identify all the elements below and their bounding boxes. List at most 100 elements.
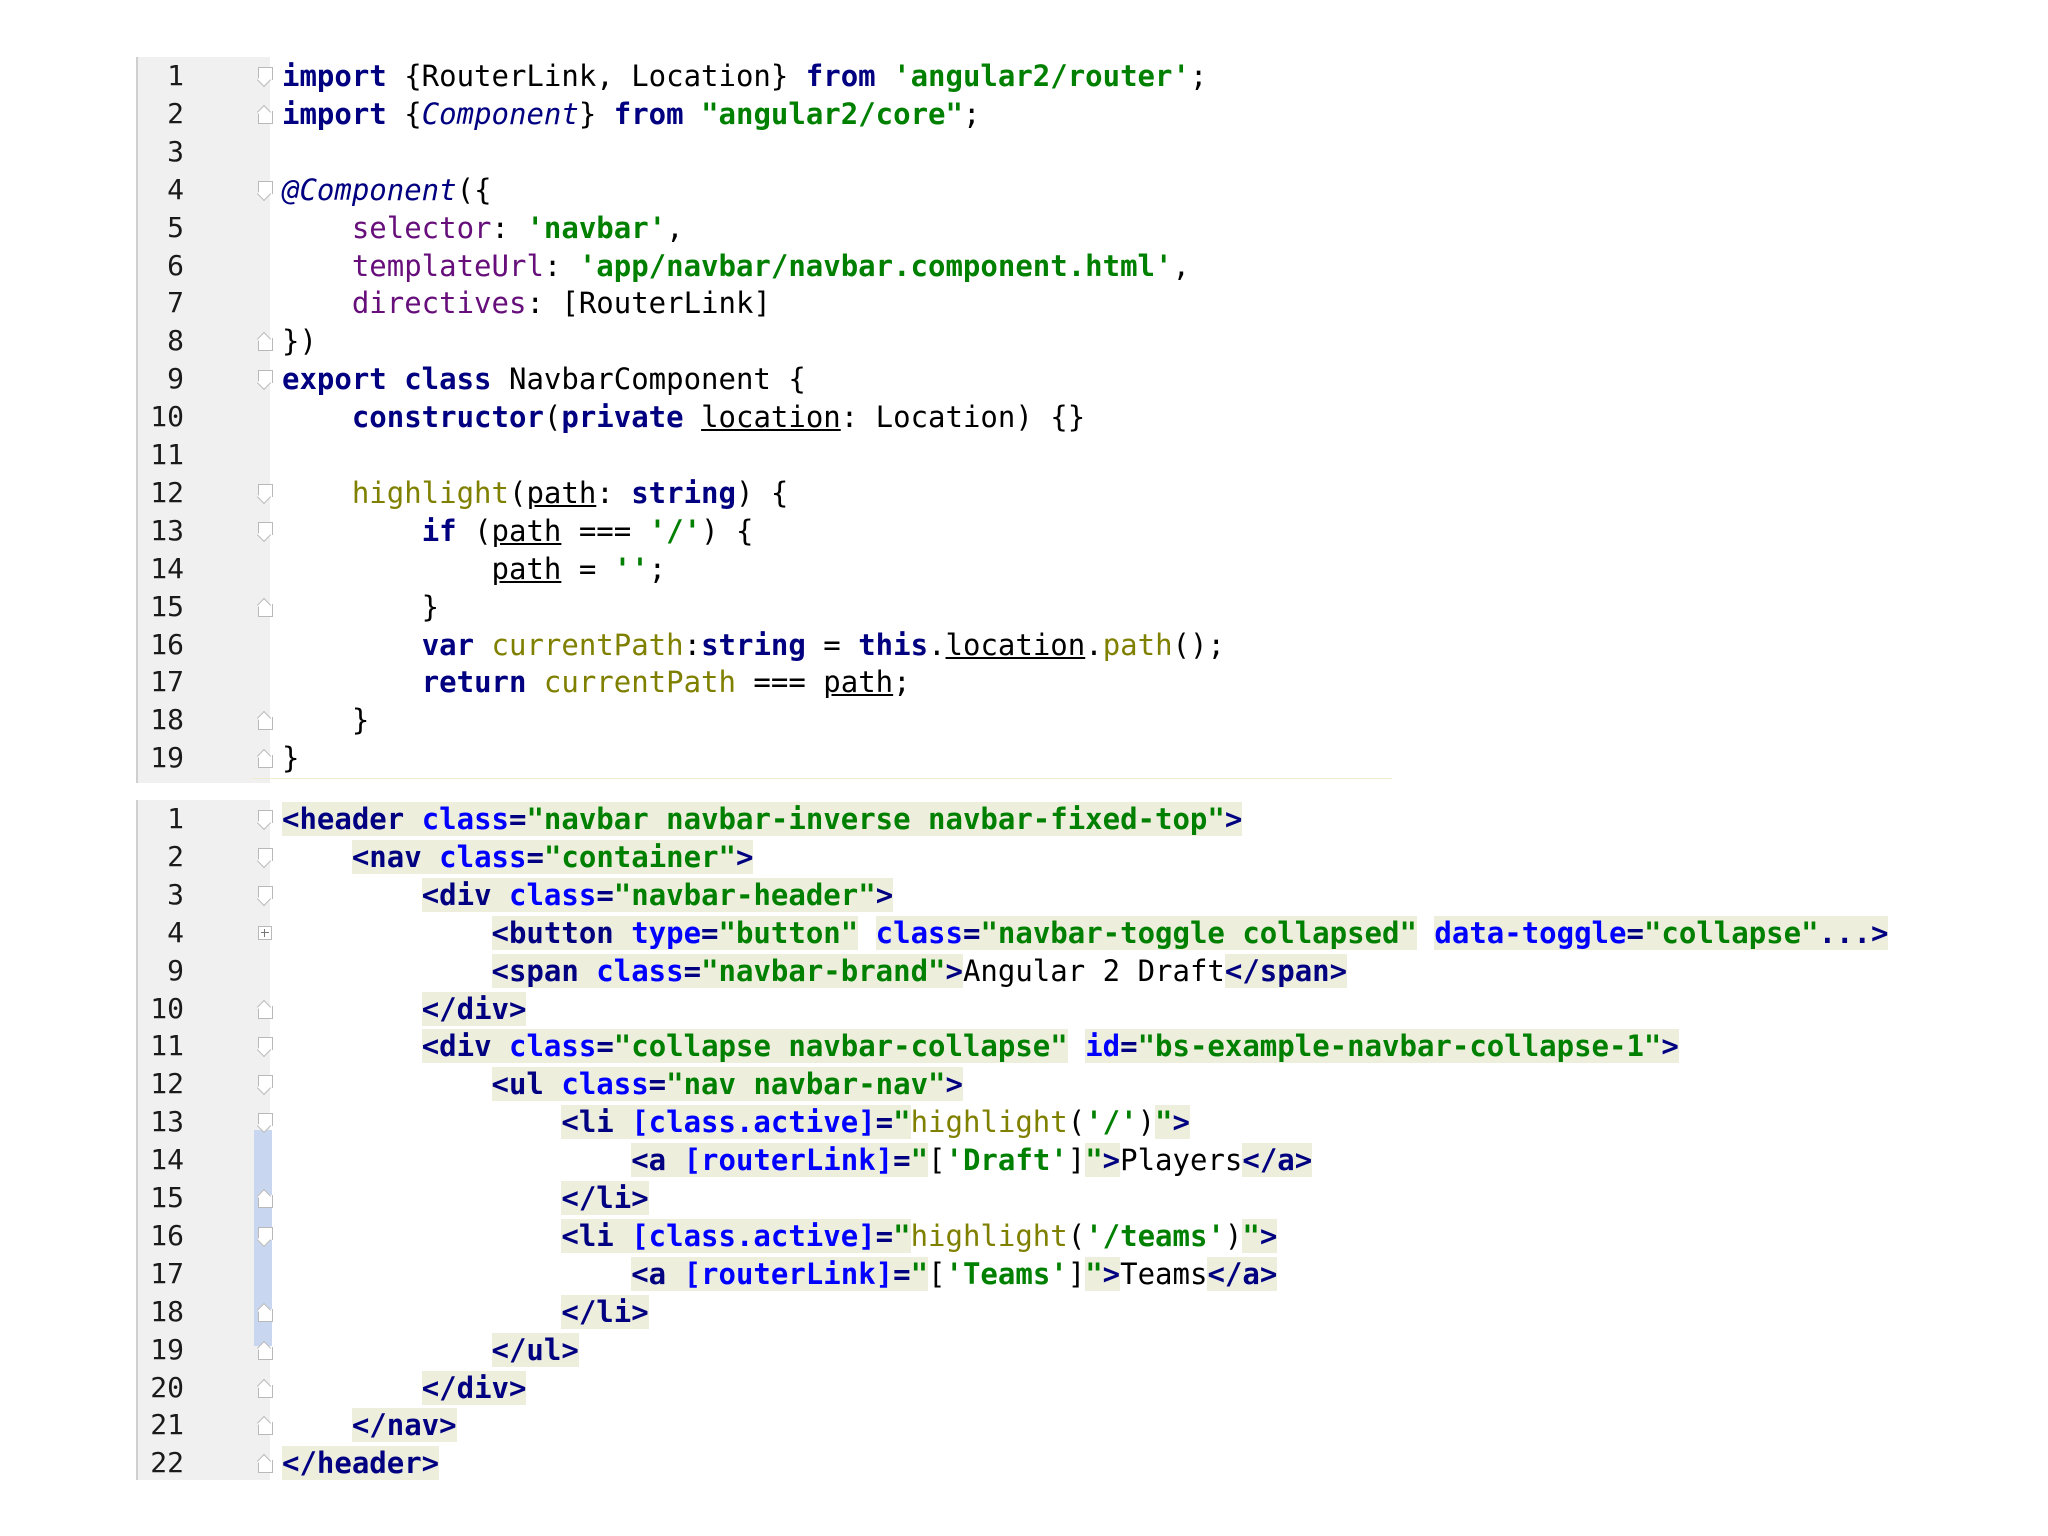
code-text: highlight(path: string) { [282, 474, 789, 512]
code-token [282, 476, 352, 510]
code-token: = [805, 627, 859, 662]
code-token: " [910, 1143, 929, 1178]
line-number: 16 [150, 627, 184, 661]
code-token: } [282, 589, 440, 624]
code-token: > [1172, 1105, 1190, 1140]
fold-marker-icon[interactable] [258, 370, 273, 388]
code-token [282, 1333, 492, 1367]
code-token: = [561, 551, 614, 586]
code-token: currentPath [491, 627, 684, 662]
code-token: </li> [561, 1294, 649, 1329]
code-token: = [683, 953, 702, 988]
code-token: > [1259, 1218, 1278, 1253]
html-editor[interactable]: 1<header class="navbar navbar-inverse na… [136, 800, 1911, 1482]
code-token: ] [1067, 1256, 1086, 1291]
fold-marker-icon[interactable] [258, 1379, 273, 1398]
code-token: " [1242, 1218, 1260, 1253]
code-token: > [1661, 1029, 1679, 1064]
code-token: </li> [561, 1181, 649, 1215]
code-token: } [282, 703, 370, 738]
line-number: 16 [150, 1218, 184, 1252]
fold-marker-icon[interactable] [258, 180, 273, 199]
line-number: 9 [167, 362, 184, 396]
code-token: : [683, 627, 702, 662]
code-token: path [526, 475, 597, 510]
code-text: }) [282, 322, 317, 360]
line-number: 10 [150, 400, 184, 434]
code-token: : [543, 248, 579, 283]
code-token: highlight [910, 1218, 1068, 1253]
fold-marker-icon[interactable] [258, 1341, 273, 1360]
expand-fold-icon[interactable] [258, 925, 272, 940]
code-token: > [875, 877, 894, 912]
fold-marker-icon[interactable] [258, 483, 273, 502]
code-text: selector: 'navbar', [282, 209, 684, 247]
fold-marker-icon[interactable] [258, 598, 273, 617]
code-token: ...> [1818, 915, 1889, 950]
code-token: '/' [648, 513, 702, 548]
fold-marker-icon[interactable] [258, 1454, 273, 1474]
fold-marker-icon[interactable] [258, 67, 273, 85]
code-text: export class NavbarComponent { [282, 360, 806, 398]
code-token: [routerLink] [683, 1143, 894, 1178]
code-token: ) { [735, 475, 789, 510]
code-token: > [945, 1067, 963, 1102]
code-token: === [735, 665, 824, 700]
code-token: > [736, 839, 754, 874]
fold-marker-icon[interactable] [258, 810, 273, 828]
code-token: ; [962, 96, 981, 131]
code-token [282, 628, 422, 662]
code-token: <div [421, 877, 509, 912]
line-number: 19 [150, 1332, 184, 1366]
code-token: = [962, 915, 981, 950]
fold-marker-icon[interactable] [258, 1000, 273, 1019]
code-token: = [596, 1029, 614, 1064]
fold-marker-icon[interactable] [258, 1226, 273, 1245]
code-text: <ul class="nav navbar-nav"> [282, 1065, 963, 1103]
fold-marker-icon[interactable] [258, 847, 273, 866]
fold-marker-icon[interactable] [258, 749, 273, 769]
line-number: 12 [150, 475, 184, 509]
fold-marker-icon[interactable] [258, 332, 273, 352]
fold-marker-icon[interactable] [258, 1416, 273, 1436]
code-token [282, 1105, 561, 1139]
code-text: <span class="navbar-brand">Angular 2 Dra… [282, 952, 1348, 990]
code-text: </li> [282, 1293, 649, 1331]
line-number: 15 [150, 1181, 184, 1214]
code-token: > [1102, 1143, 1121, 1178]
code-token: type [631, 915, 702, 950]
fold-marker-icon[interactable] [258, 105, 273, 124]
fold-marker-icon[interactable] [258, 1037, 273, 1055]
code-token: </span> [1224, 953, 1348, 988]
code-token: <li [561, 1218, 632, 1253]
line-number: 22 [150, 1446, 184, 1480]
code-token [282, 1408, 352, 1442]
code-token: [ [928, 1143, 946, 1178]
code-token [1068, 1029, 1085, 1063]
code-text: <li [class.active]="highlight('/teams')"… [282, 1217, 1278, 1255]
code-token: this [858, 627, 929, 662]
fold-marker-icon[interactable] [258, 1303, 273, 1322]
code-text: </header> [282, 1444, 440, 1482]
fold-marker-icon[interactable] [258, 1075, 273, 1093]
code-token: ) { [701, 513, 754, 548]
line-number: 9 [167, 953, 184, 987]
fold-marker-icon[interactable] [258, 1113, 273, 1131]
fold-marker-icon[interactable] [258, 1189, 273, 1208]
code-token [282, 249, 352, 283]
code-token: constructor [351, 400, 544, 435]
code-token [282, 665, 422, 699]
fold-marker-icon[interactable] [258, 521, 273, 540]
code-token: = [648, 1067, 667, 1102]
code-token: class [509, 1029, 597, 1064]
code-token: templateUrl [351, 248, 544, 283]
code-token: "navbar-toggle collapsed" [980, 915, 1417, 950]
code-token: [ [928, 1256, 946, 1291]
code-token: > [945, 953, 963, 988]
code-token: location [945, 627, 1086, 662]
code-token: : [491, 210, 527, 245]
code-token: = [1120, 1029, 1138, 1064]
fold-marker-icon[interactable] [258, 711, 273, 731]
fold-marker-icon[interactable] [258, 885, 273, 904]
